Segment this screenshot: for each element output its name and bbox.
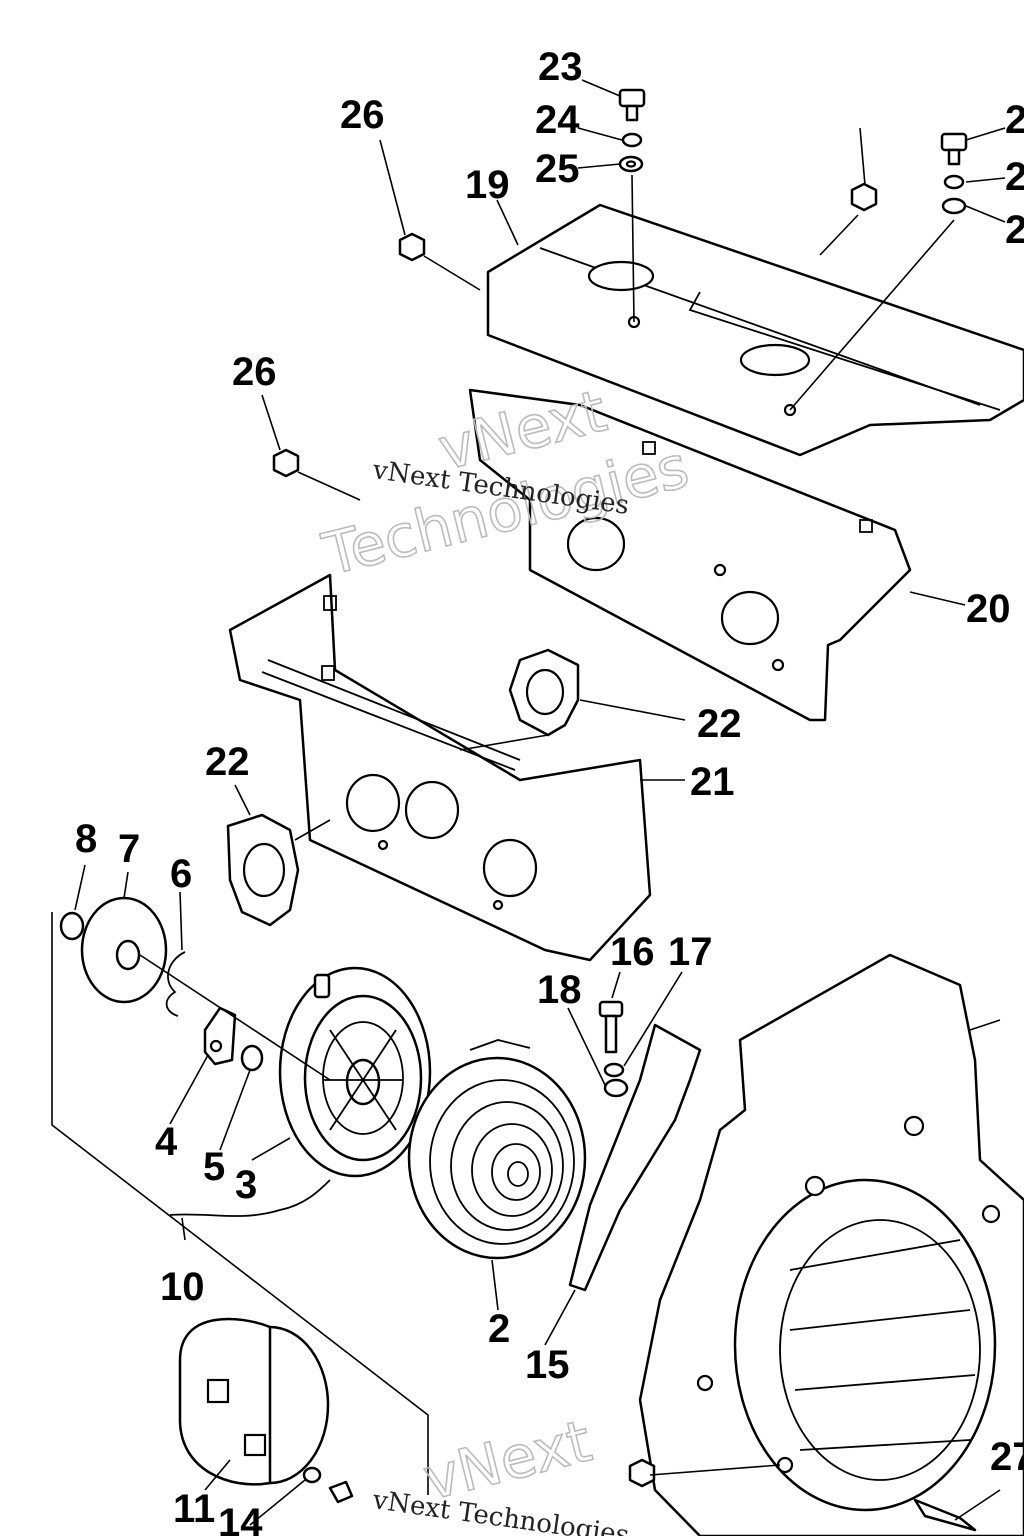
bracket-part-15: [568, 1023, 702, 1292]
callout-22-lower: 22: [205, 740, 250, 784]
nut-part-26-upper: [398, 232, 426, 262]
callout-10: 10: [160, 1265, 205, 1309]
washer-part-25: [618, 155, 644, 173]
callout-8: 8: [75, 817, 97, 861]
callout-right-3: 2: [1005, 208, 1024, 252]
callout-16: 16: [610, 930, 655, 974]
callout-24: 24: [535, 98, 580, 142]
callout-3: 3: [235, 1163, 257, 1207]
gasket-part-22-lower: [226, 813, 300, 927]
callout-6: 6: [170, 852, 192, 896]
washer-part-14: [302, 1466, 354, 1504]
callout-labels: 23 24 25 26 19 26 20 22 21 22 8 7 6 16 1…: [75, 45, 1024, 1536]
plate-part-7: [80, 896, 168, 1004]
recoil-spring-part-2: [407, 1039, 587, 1260]
pawl-part-4: [203, 1006, 237, 1066]
nut-top-right: [850, 182, 878, 212]
callout-7: 7: [118, 827, 140, 871]
callout-22-upper: 22: [697, 702, 742, 746]
lockwasher-part-17: [603, 1062, 625, 1078]
spring-part-5: [240, 1044, 264, 1072]
pulley-part-3: [278, 966, 432, 1178]
nut-bottom: [628, 1458, 656, 1488]
callout-15: 15: [525, 1343, 570, 1387]
front-shroud-part-21: [228, 573, 652, 962]
callout-4: 4: [155, 1120, 178, 1164]
callout-5: 5: [203, 1145, 225, 1189]
starter-housing: [638, 953, 1024, 1536]
callout-right-2: 2: [1005, 155, 1024, 199]
lockwasher-part-24: [621, 132, 643, 148]
callout-25: 25: [535, 147, 580, 191]
callout-27: 27: [990, 1435, 1024, 1479]
nut-part-8: [59, 911, 85, 941]
rope-part-10: [169, 1179, 331, 1217]
leader-lines: [51, 79, 1006, 1526]
callout-23: 23: [538, 45, 583, 89]
clip-part-27: [913, 1498, 977, 1532]
bolt-part-16: [598, 1000, 624, 1054]
callout-11: 11: [173, 1487, 215, 1531]
callout-26-upper: 26: [340, 93, 385, 137]
callout-26-lower: 26: [232, 350, 277, 394]
callout-2: 2: [488, 1307, 510, 1351]
callout-17: 17: [668, 930, 713, 974]
washer-part-18: [603, 1078, 629, 1098]
callout-14: 14: [218, 1501, 263, 1536]
callout-19: 19: [465, 163, 510, 207]
bolt-part-23: [618, 88, 646, 122]
bolt-right: [940, 132, 968, 215]
nut-part-26-lower: [272, 448, 300, 478]
cup-part-11: [178, 1317, 330, 1486]
callout-20: 20: [966, 587, 1011, 631]
callout-18: 18: [537, 968, 582, 1012]
callout-21: 21: [690, 760, 735, 804]
callout-right-1: 2: [1005, 98, 1024, 142]
gasket-part-22-upper: [508, 648, 580, 737]
spring-clip-part-6: [165, 951, 186, 1017]
back-plate-part-20: [468, 388, 912, 722]
